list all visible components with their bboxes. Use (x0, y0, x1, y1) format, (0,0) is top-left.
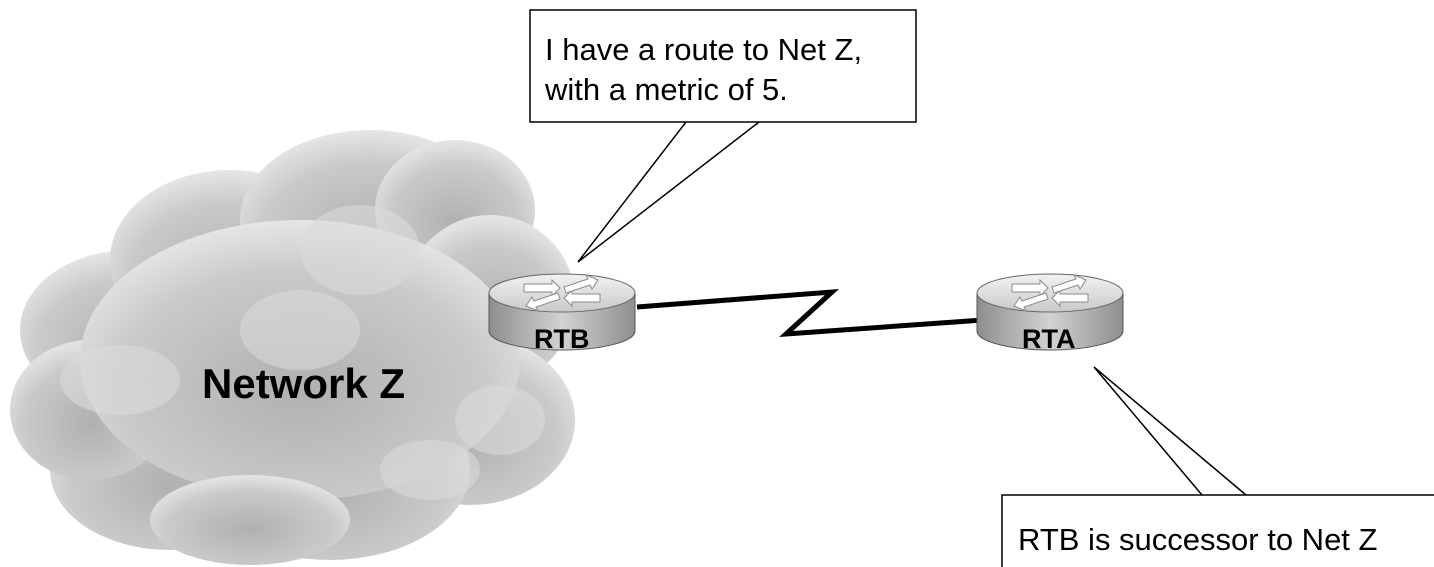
callout-top-box (529, 9, 917, 263)
router-rtb-label: RTB (534, 324, 590, 354)
router-arrows-icon (1011, 274, 1089, 312)
serial-link (636, 288, 984, 338)
router-arrows-icon (523, 274, 601, 312)
cloud-highlights (60, 205, 545, 500)
callout-bottom-text: RTB is successor to Net Z (1018, 522, 1378, 557)
router-rtb[interactable] (488, 273, 636, 351)
callout-bottom-box (1001, 366, 1434, 567)
router-rta[interactable] (976, 273, 1124, 351)
callout-top-line2: with a metric of 5. (545, 72, 788, 107)
network-label: Network Z (202, 360, 406, 407)
router-rta-label: RTA (1022, 324, 1076, 354)
callout-top-line1: I have a route to Net Z, (545, 32, 863, 67)
